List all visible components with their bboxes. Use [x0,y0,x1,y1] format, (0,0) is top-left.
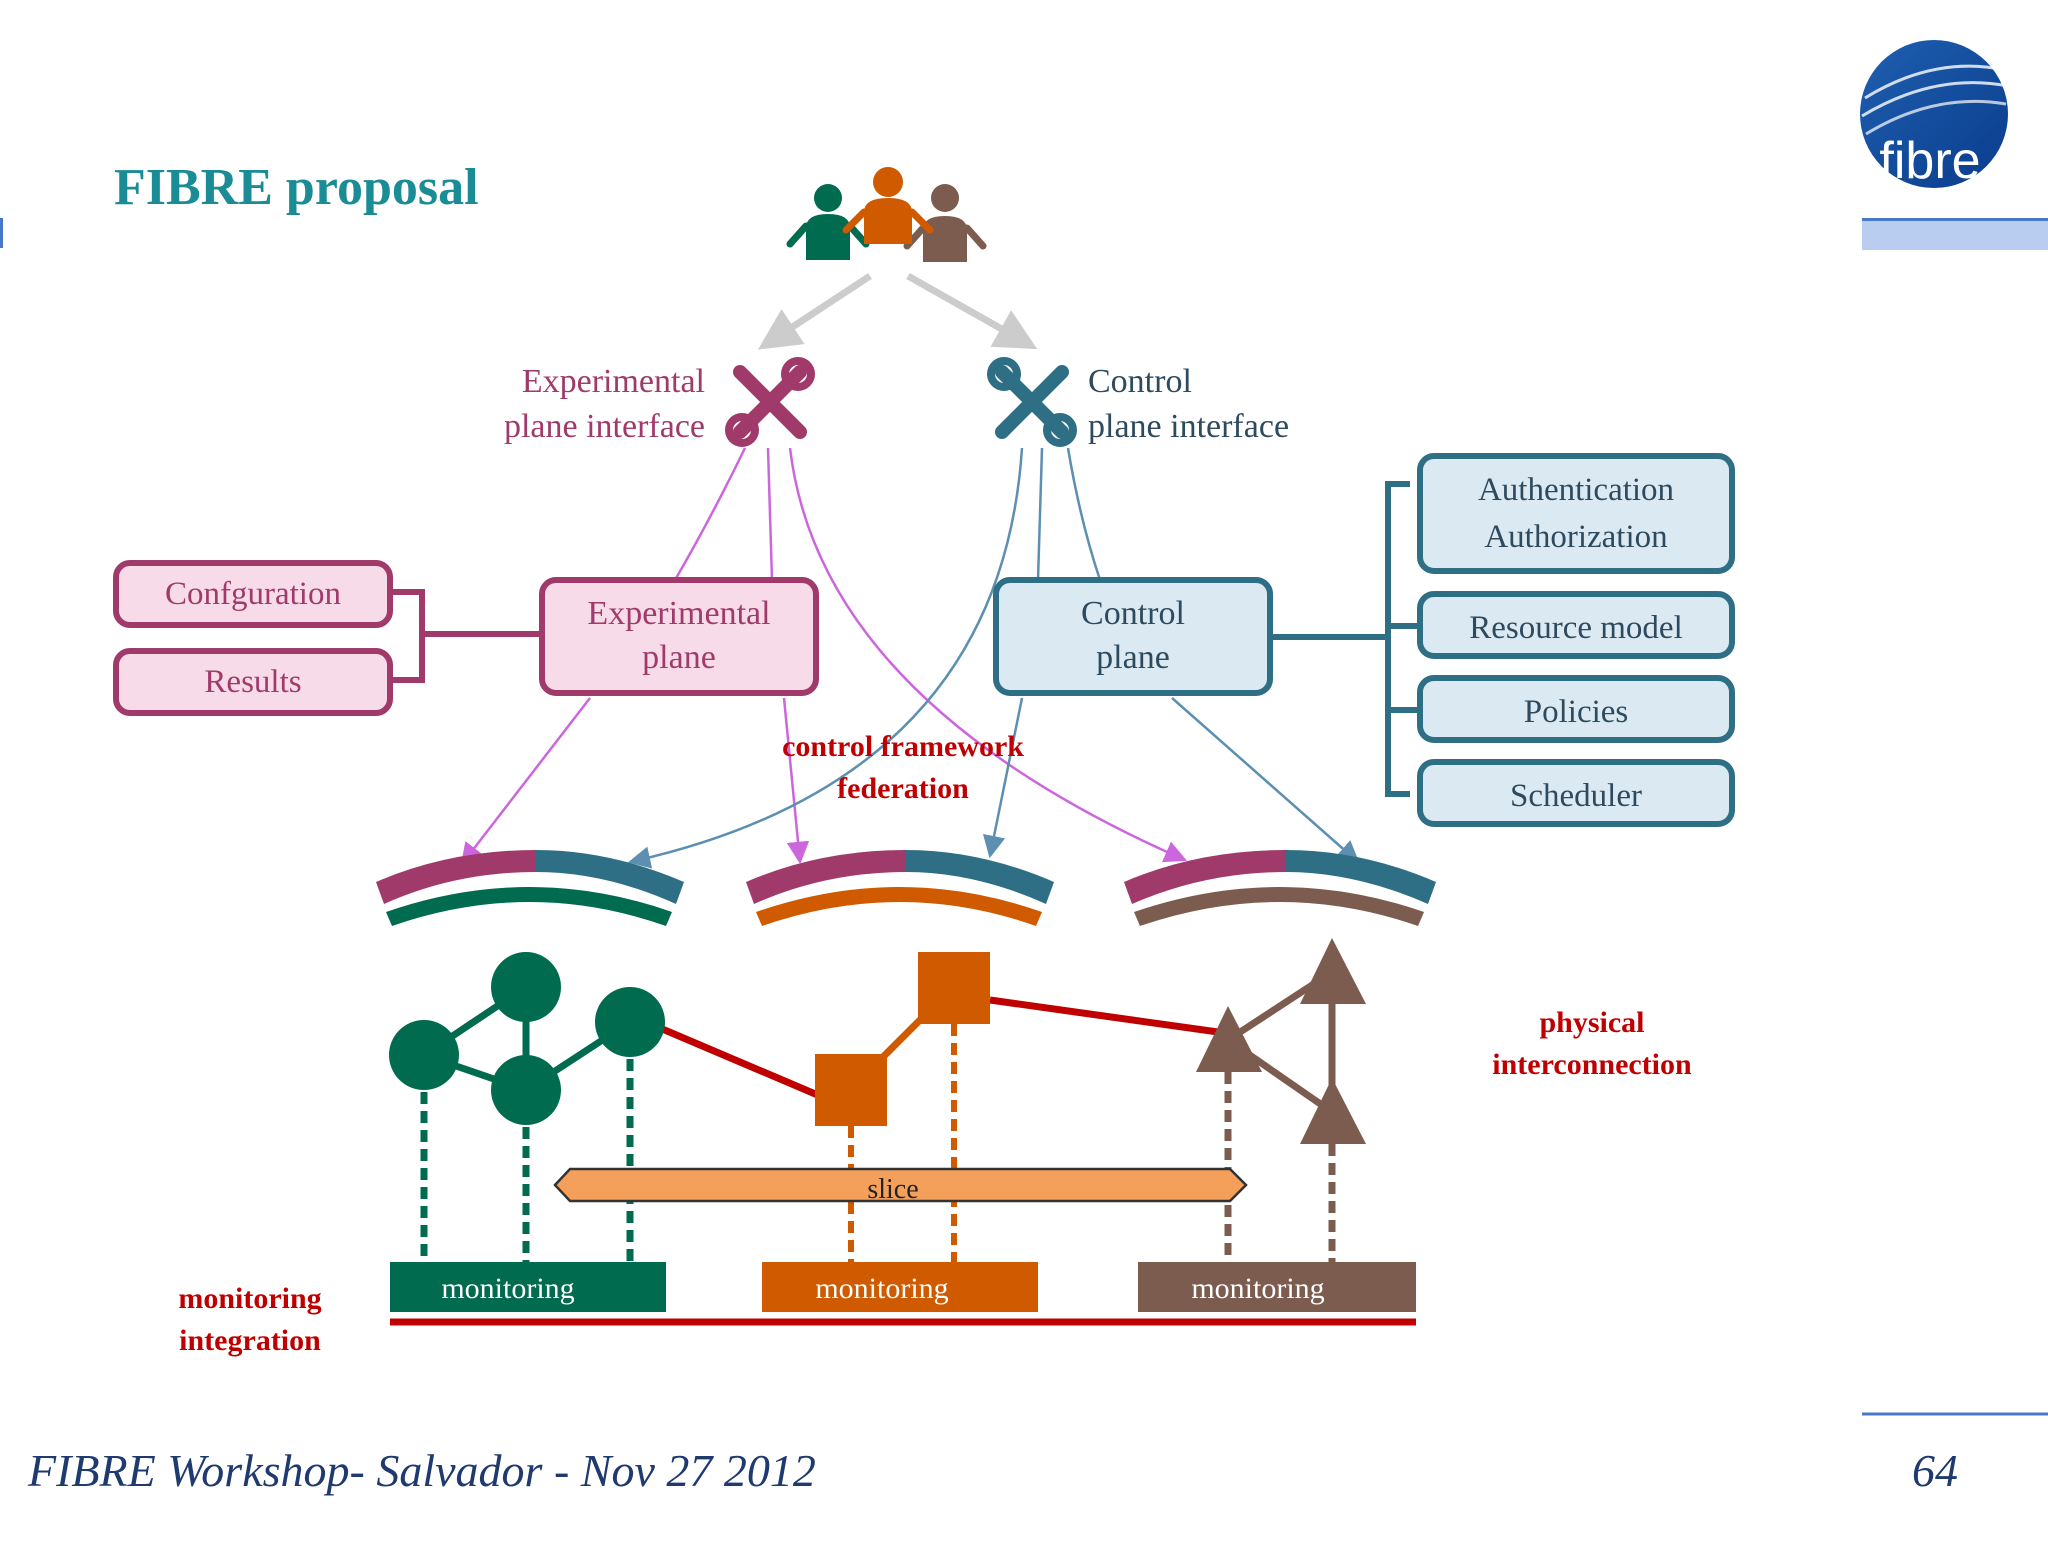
logo-text: fibre [1879,132,1980,190]
auth-box-label-2: Authorization [1484,519,1667,555]
exp-tools-icon [725,357,815,447]
exp-interface-label-1: Experimental [522,363,705,400]
monitoring-integration-label-2: integration [179,1324,321,1357]
federation-label-1: control framework [782,730,1024,763]
orange-island-topology [815,952,990,1262]
slice-band: slice [553,1167,1248,1205]
page-title: FIBRE proposal [114,159,479,216]
resource-model-box-label: Resource model [1469,610,1683,646]
exp-side-boxes: Confguration Results [113,560,542,716]
auth-box-label-1: Authentication [1478,472,1674,508]
monitoring-label-orange: monitoring [815,1272,948,1305]
monitoring-integration-label-1: monitoring [178,1282,321,1315]
island-arc-orange [746,850,1054,926]
ctrl-plane-label-1: Control [1081,595,1185,632]
island-arc-green [376,850,684,926]
page-number: 64 [1912,1445,1958,1496]
footer-left: FIBRE Workshop- Salvador - Nov 27 2012 [28,1445,816,1496]
slice-label: slice [867,1174,918,1205]
ctrl-interface-connectors [627,447,1360,869]
ctrl-plane-label-2: plane [1096,639,1170,676]
scheduler-box-label: Scheduler [1510,778,1642,814]
exp-interface-connectors [460,447,1188,866]
exp-plane-label-1: Experimental [587,595,770,632]
ctrl-tools-icon [987,357,1077,447]
ctrl-interface-label-2: plane interface [1088,408,1289,445]
fibre-logo: fibre [1860,40,2009,190]
monitoring-label-green: monitoring [441,1272,574,1305]
monitoring-blocks: monitoring monitoring monitoring [390,1262,1416,1326]
interconnect-green-orange [658,1024,822,1100]
interconnect-orange-brown [989,996,1219,1036]
results-box-label: Results [204,664,301,700]
ctrl-interface-label-1: Control [1088,363,1192,400]
physical-label-2: interconnection [1492,1048,1692,1081]
ctrl-side-boxes: Authentication Authorization Resource mo… [1270,453,1735,827]
island-arc-brown [1124,850,1436,926]
arrow-to-exp-interface [757,273,872,350]
exp-plane-label-2: plane [642,639,716,676]
experimental-plane-box: Experimental plane [539,577,819,696]
config-box-label: Confguration [165,576,341,612]
monitoring-label-brown: monitoring [1191,1272,1324,1305]
green-island-topology [389,952,665,1262]
people-group-icon [786,167,987,262]
policies-box-label: Policies [1524,694,1629,730]
physical-label-1: physical [1539,1006,1644,1039]
arrow-to-ctrl-interface [906,272,1038,350]
control-plane-box: Control plane [993,577,1273,696]
exp-interface-label-2: plane interface [504,408,705,445]
brown-island-topology [1196,938,1366,1262]
header-bar [1862,218,2048,250]
federation-label-2: federation [837,772,969,805]
